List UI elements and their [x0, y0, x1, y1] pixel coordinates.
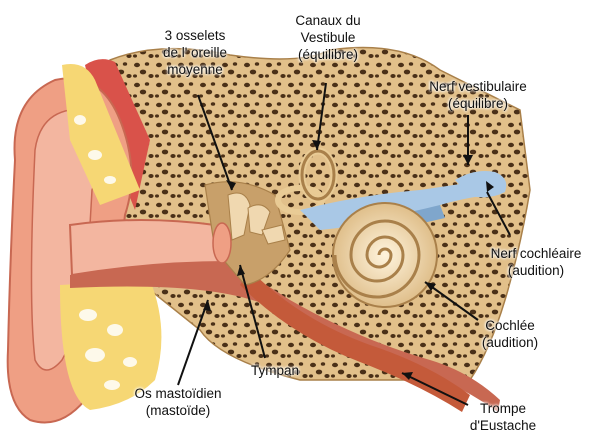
label-cochlea-line1: Cochlée	[470, 317, 550, 334]
label-cochlear-nerve-line1: Nerf cochléaire	[480, 245, 592, 262]
label-canals-line2: Vestibule	[278, 29, 378, 46]
label-ossicles: 3 osselets de l' oreille moyenne	[140, 27, 250, 78]
label-cochlea: Cochlée (audition)	[470, 317, 550, 351]
label-vestibular-nerve-line2: (équilibre)	[418, 95, 538, 112]
label-eustachian-line1: Trompe	[458, 400, 548, 417]
label-canals-line1: Canaux du	[278, 12, 378, 29]
label-ossicles-line1: 3 osselets	[140, 27, 250, 44]
label-eustachian-tube: Trompe d'Eustache	[458, 400, 548, 434]
label-mastoid-line2: (mastoïde)	[118, 402, 238, 419]
label-mastoid: Os mastoïdien (mastoïde)	[118, 385, 238, 419]
label-vestibule-canals: Canaux du Vestibule (équilibre)	[278, 12, 378, 63]
label-eustachian-line2: d'Eustache	[458, 417, 548, 434]
label-eardrum: Tympan	[240, 362, 310, 379]
label-cochlea-line2: (audition)	[470, 334, 550, 351]
cochlea	[333, 203, 437, 307]
label-cochlear-nerve-line2: (audition)	[480, 262, 592, 279]
label-ossicles-line2: de l' oreille	[140, 44, 250, 61]
eardrum	[213, 223, 231, 263]
label-mastoid-line1: Os mastoïdien	[118, 385, 238, 402]
label-vestibular-nerve-line1: Nerf vestibulaire	[418, 78, 538, 95]
label-ossicles-line3: moyenne	[140, 61, 250, 78]
label-vestibular-nerve: Nerf vestibulaire (équilibre)	[418, 78, 538, 112]
label-canals-line3: (équilibre)	[278, 46, 378, 63]
label-eardrum-line1: Tympan	[240, 362, 310, 379]
label-cochlear-nerve: Nerf cochléaire (audition)	[480, 245, 592, 279]
